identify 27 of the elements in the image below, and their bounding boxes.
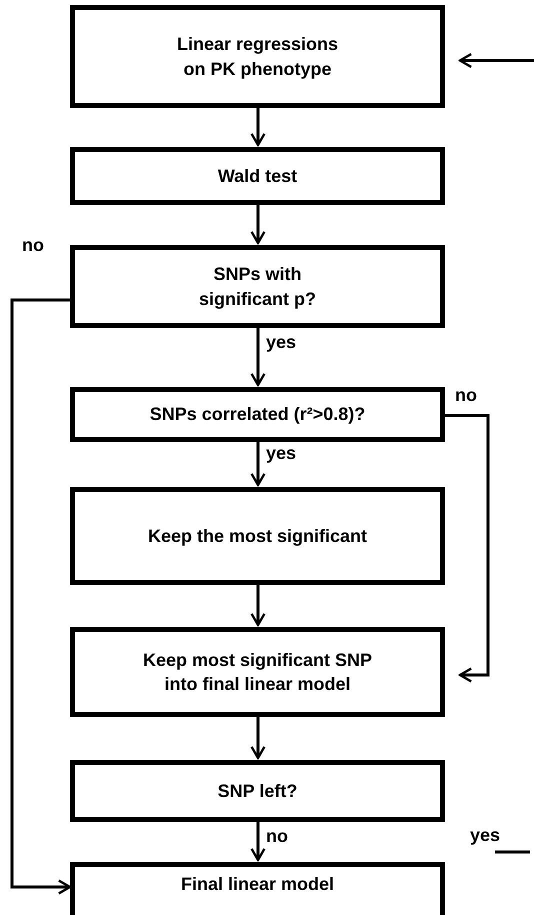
arrow xyxy=(250,822,266,862)
arrow xyxy=(445,414,490,683)
box-text: SNP left? xyxy=(218,780,298,803)
arrow xyxy=(250,108,266,146)
arrow xyxy=(250,442,266,486)
process-box xyxy=(70,5,445,108)
arrow xyxy=(458,52,534,68)
process-box xyxy=(70,245,445,328)
arrow xyxy=(250,717,266,760)
box-text: SNPs with significant p? xyxy=(198,263,317,311)
process-box xyxy=(70,387,445,442)
process-box xyxy=(70,147,445,205)
arrow xyxy=(10,298,72,895)
box-text: Linear regressions on PK phenotype xyxy=(176,33,340,81)
process-box xyxy=(70,627,445,717)
process-box xyxy=(70,487,445,585)
branch-label: yes xyxy=(470,826,500,844)
arrow xyxy=(250,328,266,386)
process-box xyxy=(70,862,445,915)
arrow xyxy=(250,205,266,244)
box-text: SNPs correlated (r²>0.8)? xyxy=(150,403,366,426)
box-text: Final linear model xyxy=(180,872,334,896)
box-text: Keep the most significant xyxy=(148,524,368,548)
arrow xyxy=(250,585,266,626)
box-text: Keep most significant SNP into final linear model xyxy=(142,648,374,696)
box-text: Wald test xyxy=(218,164,298,188)
process-box xyxy=(70,760,445,822)
